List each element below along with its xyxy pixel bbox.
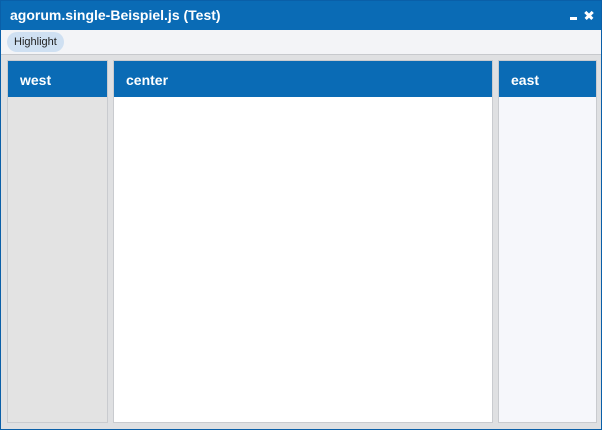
window-title: agorum.single-Beispiel.js (Test) [10,7,221,23]
close-icon[interactable] [583,8,595,22]
center-panel-header: center [114,61,492,97]
toolbar: Highlight [1,30,601,55]
center-panel: center [113,60,493,423]
west-panel-header: west [8,61,107,97]
west-panel: west [7,60,108,423]
highlight-button[interactable]: Highlight [7,32,64,52]
east-panel: east [498,60,597,423]
east-panel-header: east [499,61,596,97]
window-titlebar[interactable]: agorum.single-Beispiel.js (Test) [1,1,601,30]
minimize-icon[interactable] [568,8,580,22]
